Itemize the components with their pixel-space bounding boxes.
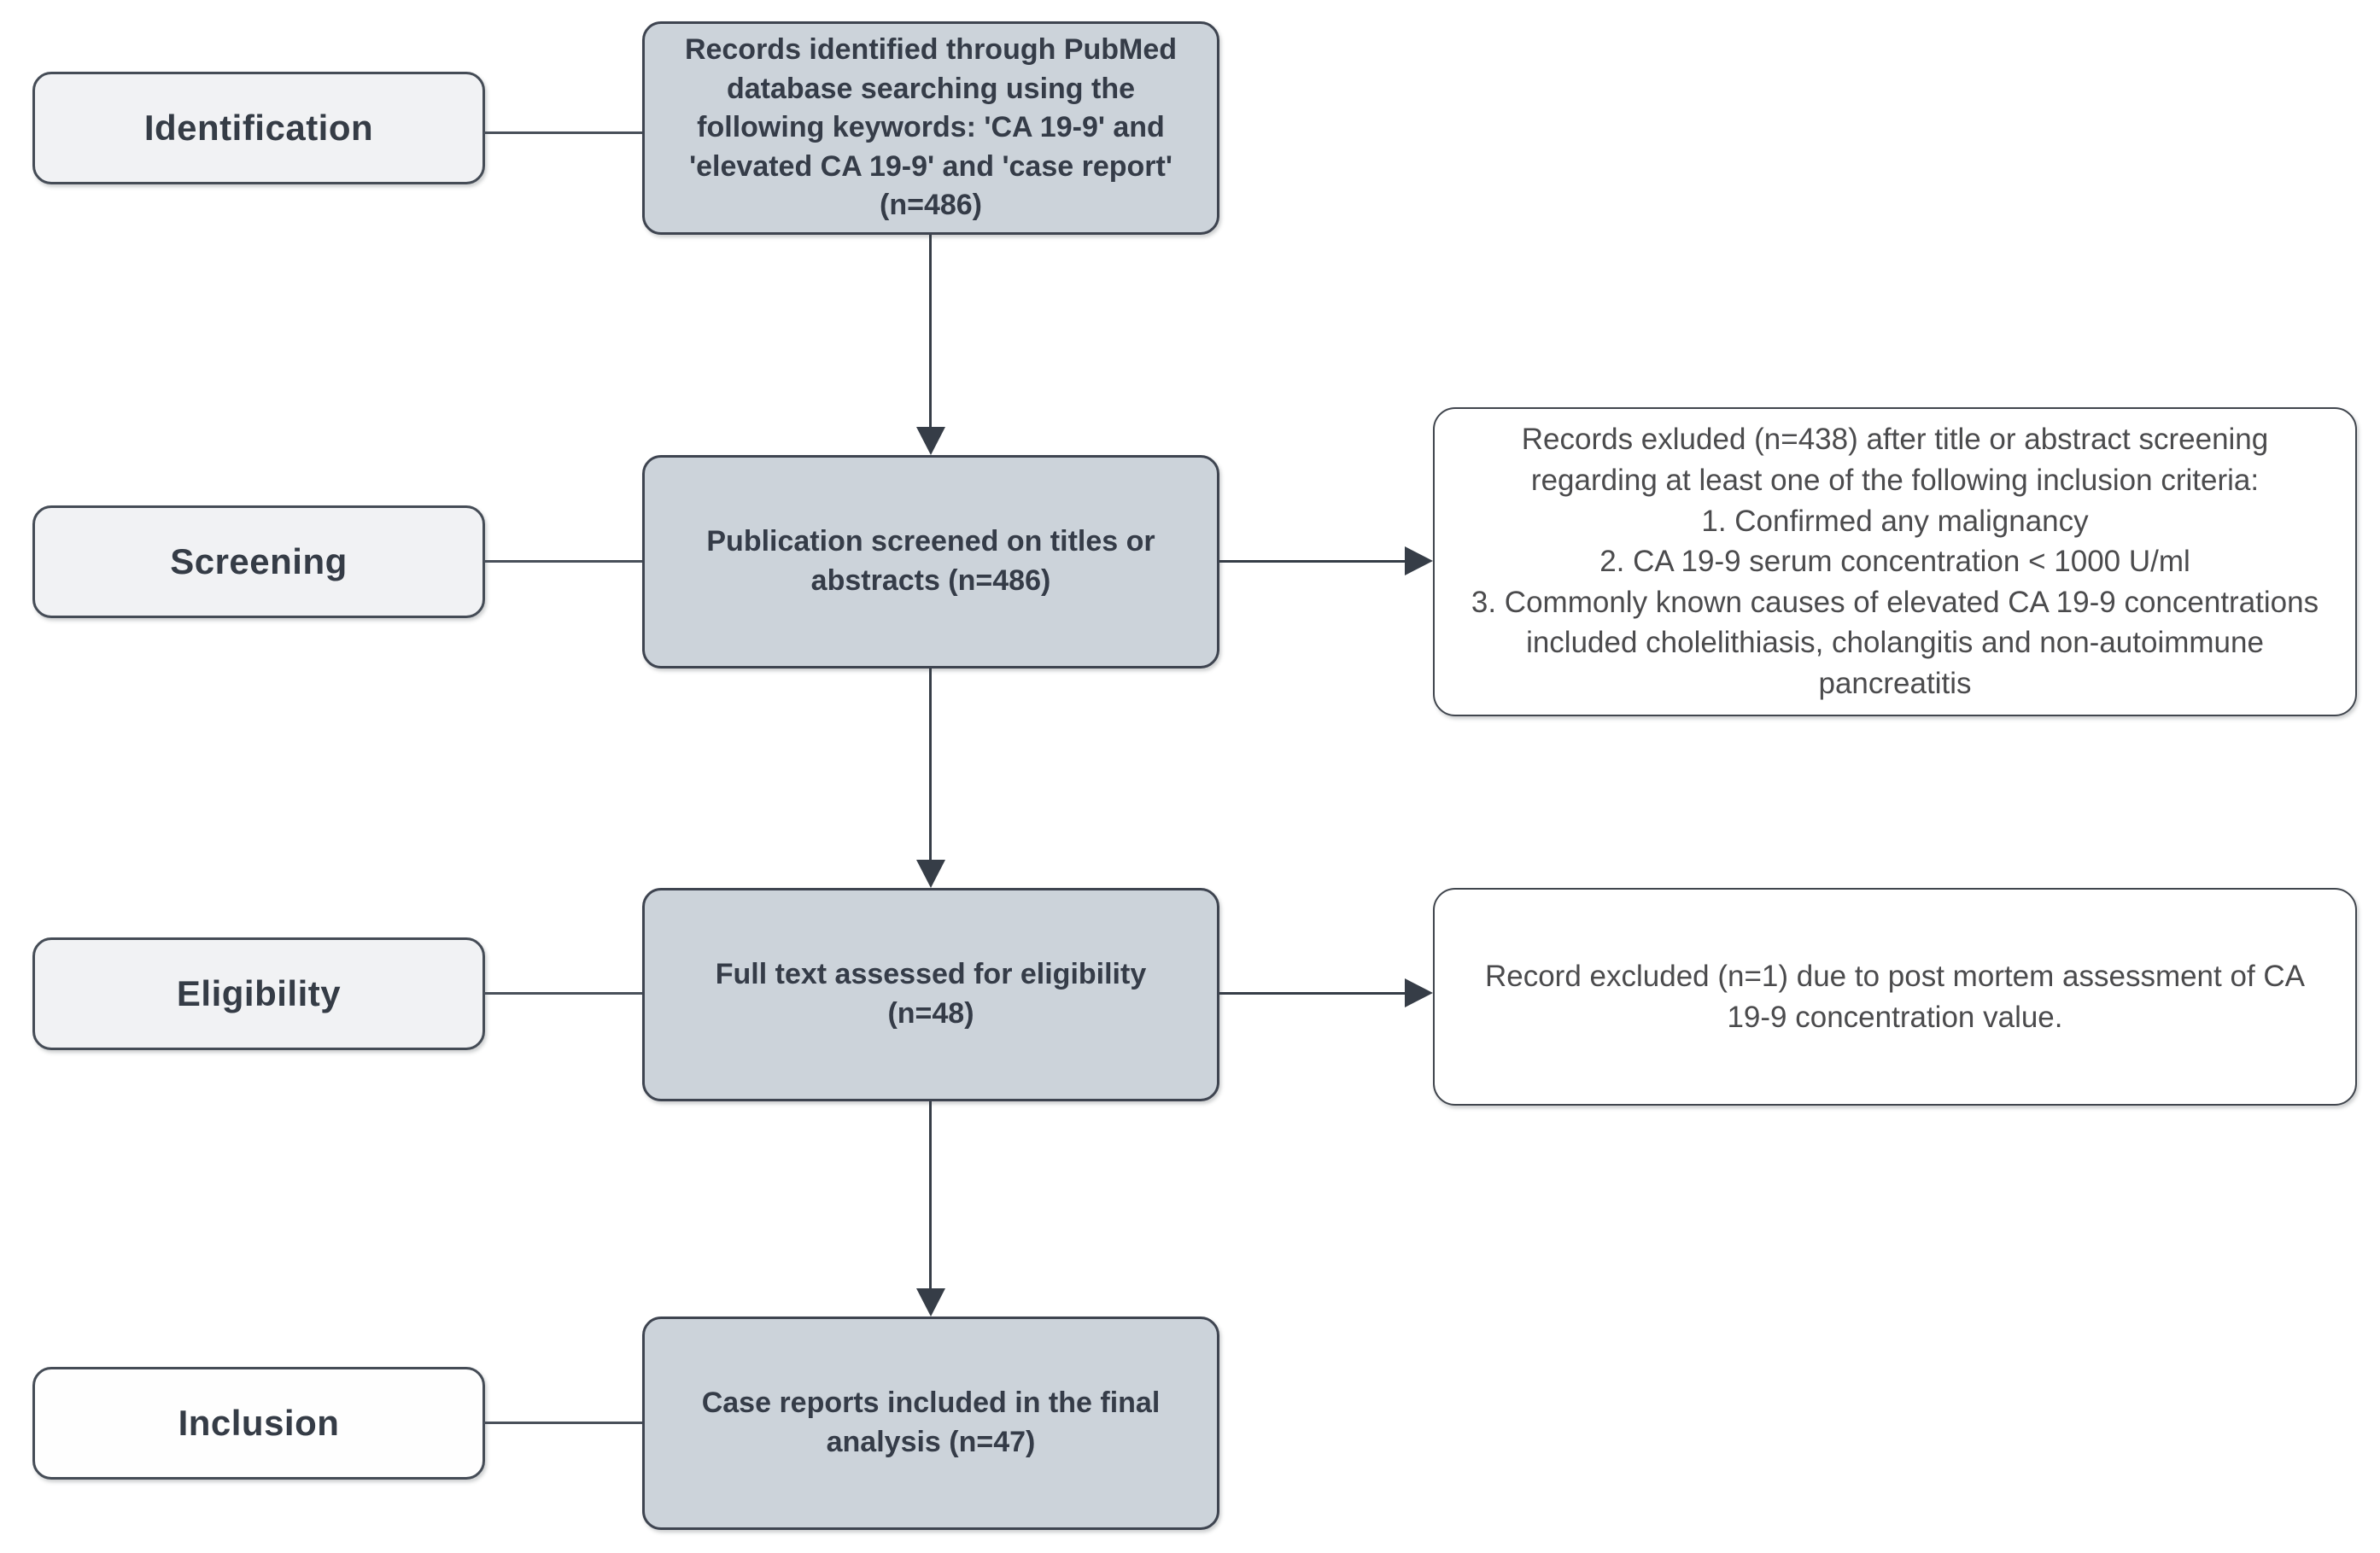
arrow-screened-to-fulltext-line: [929, 668, 932, 862]
exclusion-screening-intro: Records exluded (n=438) after title or a…: [1521, 423, 2269, 498]
flow-box-records-identified-text: Records identified through PubMed databa…: [684, 33, 1178, 222]
stage-label-identification: Identification: [143, 108, 374, 148]
flow-box-full-text-assessed-text: Full text assessed for eligibility (n=48…: [715, 958, 1147, 1030]
flow-box-included-text: Case reports included in the final analy…: [701, 1387, 1161, 1458]
flow-box-records-identified: Records identified through PubMed databa…: [642, 21, 1219, 235]
flow-box-screened-text: Publication screened on titles or abstra…: [706, 525, 1155, 597]
exclusion-box-screening: Records exluded (n=438) after title or a…: [1433, 407, 2357, 716]
flow-box-full-text-assessed: Full text assessed for eligibility (n=48…: [642, 888, 1219, 1101]
exclusion-screening-item-1: 1. Confirmed any malignancy: [1701, 504, 2089, 538]
arrow-screened-to-fulltext-head-icon: [916, 860, 945, 888]
arrow-fulltext-to-exclusion-head-icon: [1405, 978, 1433, 1007]
arrow-identified-to-screened-line: [929, 235, 932, 429]
exclusion-eligibility-text: Record excluded (n=1) due to post mortem…: [1484, 959, 2306, 1034]
stage-label-inclusion: Inclusion: [178, 1403, 340, 1443]
connector-screening-line: [483, 560, 642, 563]
connector-identification-line: [483, 131, 642, 134]
arrow-fulltext-to-included-line: [929, 1101, 932, 1291]
connector-inclusion-line: [483, 1422, 642, 1424]
stage-label-screening: Screening: [170, 541, 348, 581]
arrow-fulltext-to-included-head-icon: [916, 1288, 945, 1317]
exclusion-screening-item-3: 3. Commonly known causes of elevated CA …: [1471, 585, 2319, 700]
connector-eligibility-line: [483, 992, 642, 995]
flow-box-screened: Publication screened on titles or abstra…: [642, 455, 1219, 668]
arrow-screened-to-exclusion-head-icon: [1405, 546, 1433, 575]
stage-box-eligibility: Eligibility: [32, 937, 485, 1050]
flow-box-included: Case reports included in the final analy…: [642, 1317, 1219, 1530]
stage-label-eligibility: Eligibility: [176, 973, 342, 1013]
stage-box-identification: Identification: [32, 72, 485, 184]
exclusion-box-eligibility: Record excluded (n=1) due to post mortem…: [1433, 888, 2357, 1106]
exclusion-screening-item-2: 2. CA 19-9 serum concentration < 1000 U/…: [1599, 545, 2190, 579]
arrow-identified-to-screened-head-icon: [916, 427, 945, 455]
stage-box-inclusion: Inclusion: [32, 1367, 485, 1480]
stage-box-screening: Screening: [32, 505, 485, 618]
arrow-screened-to-exclusion-line: [1219, 560, 1407, 563]
arrow-fulltext-to-exclusion-line: [1219, 992, 1407, 995]
